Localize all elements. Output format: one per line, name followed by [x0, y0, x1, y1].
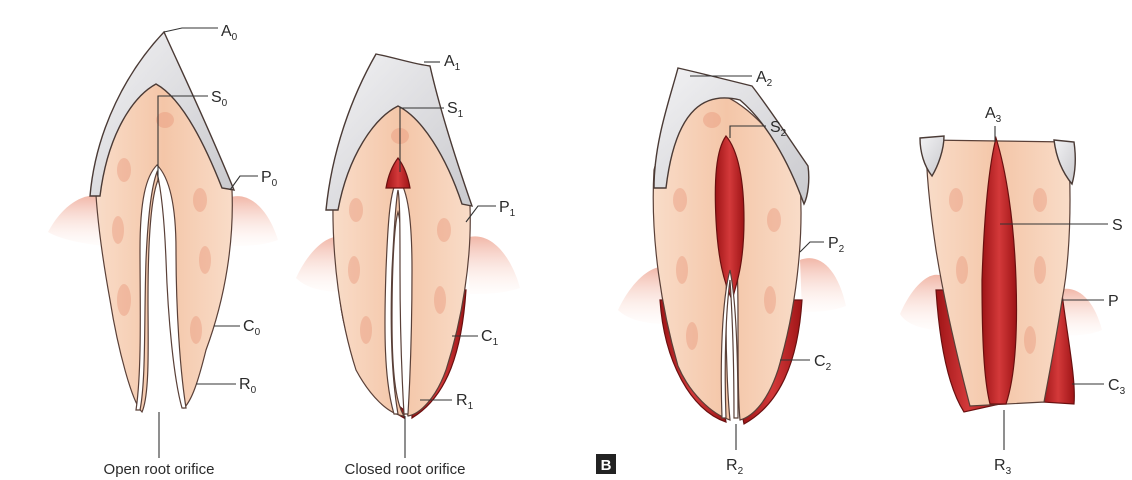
gum-right [800, 258, 846, 312]
label-c1: C1 [481, 328, 499, 348]
label-r0: R0 [239, 376, 257, 396]
label-a1: A1 [444, 53, 461, 73]
label-p1: P1 [499, 199, 516, 219]
label-p0: P0 [261, 169, 278, 189]
label-r1: R1 [456, 392, 474, 412]
label-p2: P2 [828, 235, 845, 255]
gum-right [466, 236, 520, 294]
label-a3: A3 [985, 105, 1002, 125]
stage-1-tooth [296, 54, 520, 458]
label-c0: C0 [243, 318, 261, 338]
label-c2: C2 [814, 353, 832, 373]
stage-0-tooth [48, 28, 278, 458]
gum-left [900, 275, 942, 330]
label-a2: A2 [756, 69, 773, 89]
label-s1: S1 [447, 100, 464, 120]
label-a0: A0 [221, 23, 238, 43]
gum-right [228, 196, 278, 246]
label-s3: S [1112, 217, 1123, 234]
label-r2: R2 [726, 457, 744, 477]
stage-2-tooth [618, 68, 846, 450]
label-r3: R3 [994, 457, 1012, 477]
label-p3: P [1108, 293, 1119, 310]
panel-badge-letter: B [601, 457, 612, 474]
stage-3-tooth [900, 126, 1108, 450]
caption-closed-root-orifice: Closed root orifice [345, 461, 466, 478]
label-c3: C3 [1108, 377, 1126, 397]
label-s0: S0 [211, 89, 228, 109]
caption-open-root-orifice: Open root orifice [104, 461, 215, 478]
